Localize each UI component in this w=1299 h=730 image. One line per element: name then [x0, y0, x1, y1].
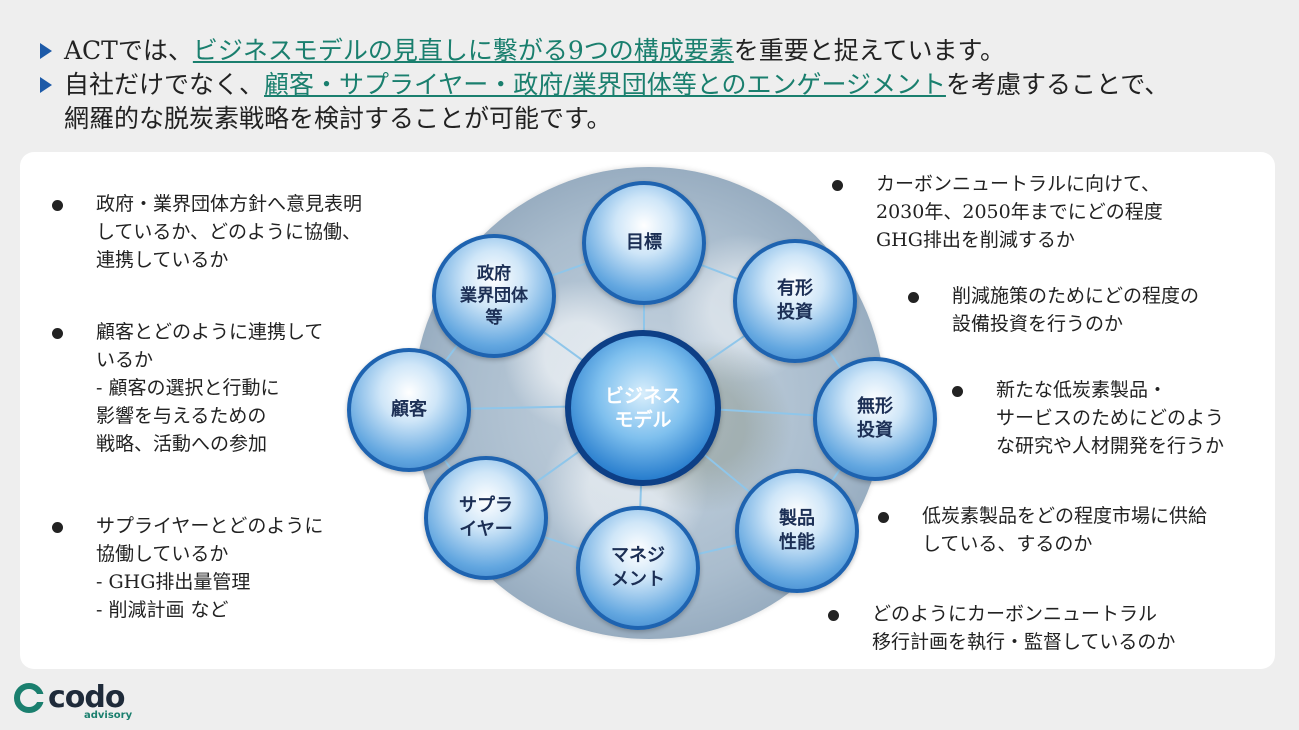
node-supplier: サプラ イヤー: [424, 456, 548, 580]
note-management: どのようにカーボンニュートラル 移行計画を執行・監督しているのか: [828, 600, 1268, 656]
header-line-2: 自社だけでなく、顧客・サプライヤー・政府/業界団体等とのエンゲージメントを考慮す…: [36, 68, 1276, 102]
bullet-dot-icon: [828, 610, 839, 621]
header-line-3: 網羅的な脱炭素戦略を検討することが可能です。: [64, 104, 612, 133]
triangle-bullet-icon: [40, 77, 52, 93]
node-kokyaku: 顧客: [347, 348, 471, 472]
bullet-dot-icon: [908, 292, 919, 303]
header-highlight-1: ビジネスモデルの見直しに繋がる9つの構成要素: [192, 36, 734, 65]
triangle-bullet-icon: [40, 43, 52, 59]
note-seihin: 低炭素製品をどの程度市場に供給 している、するのか: [878, 502, 1276, 558]
note-seifu: 政府・業界団体方針へ意見表明 しているか、どのように協働、 連携しているか: [52, 190, 392, 274]
header-line-1: ACTでは、ビジネスモデルの見直しに繋がる9つの構成要素を重要と捉えています。: [36, 34, 1276, 68]
bullet-dot-icon: [878, 512, 889, 523]
node-mokuhyo: 目標: [582, 181, 706, 305]
node-mukei-toushi: 無形 投資: [813, 357, 937, 481]
bullet-dot-icon: [52, 328, 63, 339]
bullet-dot-icon: [52, 200, 63, 211]
bullet-dot-icon: [952, 386, 963, 397]
node-management: マネジ メント: [576, 506, 700, 630]
node-seifu-gyokai: 政府 業界団体 等: [432, 234, 556, 358]
header-highlight-2: 顧客・サプライヤー・政府/業界団体等とのエンゲージメント: [264, 70, 946, 99]
node-business-model-center: ビジネス モデル: [565, 330, 721, 486]
note-kokyaku: 顧客とどのように連携して いるか - 顧客の選択と行動に 影響を与えるための 戦…: [52, 318, 392, 458]
note-mokuhyo: カーボンニュートラルに向けて、 2030年、2050年までにどの程度 GHG排出…: [832, 170, 1272, 254]
node-seihin-seino: 製品 性能: [735, 469, 859, 593]
note-mukei: 新たな低炭素製品・ サービスのためにどのよう な研究や人材開発を行うか: [952, 376, 1272, 460]
bullet-dot-icon: [52, 522, 63, 533]
note-yukei: 削減施策のためにどの程度の 設備投資を行うのか: [908, 282, 1278, 338]
header: ACTでは、ビジネスモデルの見直しに繋がる9つの構成要素を重要と捉えています。 …: [36, 34, 1276, 136]
note-supplier: サプライヤーとどのように 協働しているか - GHG排出量管理 - 削減計画 な…: [52, 512, 392, 624]
codo-advisory-logo: codo advisory: [14, 680, 132, 721]
node-yukei-toushi: 有形 投資: [733, 239, 857, 363]
bullet-dot-icon: [832, 180, 843, 191]
codo-logo-mark-icon: [14, 682, 46, 713]
